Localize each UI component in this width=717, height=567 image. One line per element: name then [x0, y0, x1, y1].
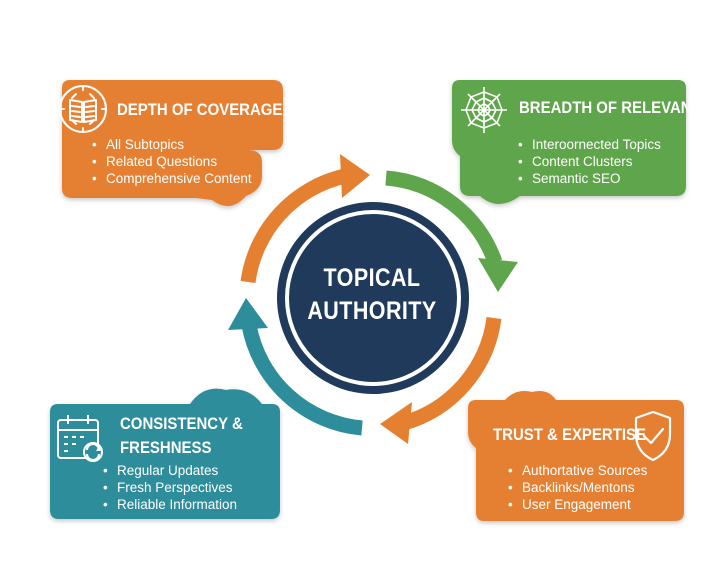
consistency-title-line1: CONSISTENCY &	[120, 414, 243, 433]
arrow-depth-head	[340, 154, 370, 198]
cycle-arrows	[228, 154, 518, 444]
list-item: Fresh Perspectives	[103, 479, 237, 496]
shield-check-icon	[634, 410, 672, 462]
center-circle-ring	[285, 210, 461, 386]
arrow-consistency	[241, 323, 363, 436]
center-circle-outer	[277, 202, 469, 394]
breadth-of-relevance-list: Interoornected Topics Content Clusters S…	[518, 136, 661, 187]
center-title: TOPICAL AUTHORITY	[299, 262, 445, 328]
list-item: All Subtopics	[92, 136, 252, 153]
breadth-of-relevance-title: BREADTH OF RELEVANCE	[519, 98, 713, 117]
trust-expertise-list: Authortative Sources Backlinks/Mentons U…	[508, 462, 647, 513]
list-item: Comprehensive Content	[92, 170, 252, 187]
arrow-trust-head	[380, 402, 412, 444]
depth-of-coverage-list: All Subtopics Related Questions Comprehe…	[92, 136, 252, 187]
list-item: Interoornected Topics	[518, 136, 661, 153]
consistency-title-line2: FRESHNESS	[120, 438, 212, 457]
book-gear-icon	[59, 85, 107, 133]
list-item: Reliable Information	[103, 496, 237, 513]
arrow-trust	[401, 316, 502, 431]
center-title-line1: TOPICAL	[323, 264, 421, 292]
list-item: Content Clusters	[518, 153, 661, 170]
depth-of-coverage-title: DEPTH OF COVERAGE	[117, 100, 283, 119]
arrow-consistency-head	[228, 298, 268, 330]
list-item: Backlinks/Mentons	[508, 479, 647, 496]
list-item: User Engagement	[508, 496, 647, 513]
consistency-freshness-title: CONSISTENCY & FRESHNESS	[120, 412, 243, 460]
list-item: Related Questions	[92, 153, 252, 170]
spider-web-icon	[461, 87, 507, 133]
consistency-freshness-list: Regular Updates Fresh Perspectives Relia…	[103, 462, 237, 513]
arrow-breadth-head	[478, 258, 518, 292]
list-item: Authortative Sources	[508, 462, 647, 479]
trust-expertise-title: TRUST & EXPERTISE	[493, 425, 646, 444]
arrow-breadth	[385, 170, 503, 265]
list-item: Semantic SEO	[518, 170, 661, 187]
arrow-depth	[240, 168, 347, 284]
list-item: Regular Updates	[103, 462, 237, 479]
center-title-line2: AUTHORITY	[307, 297, 437, 325]
calendar-refresh-icon	[57, 415, 103, 462]
